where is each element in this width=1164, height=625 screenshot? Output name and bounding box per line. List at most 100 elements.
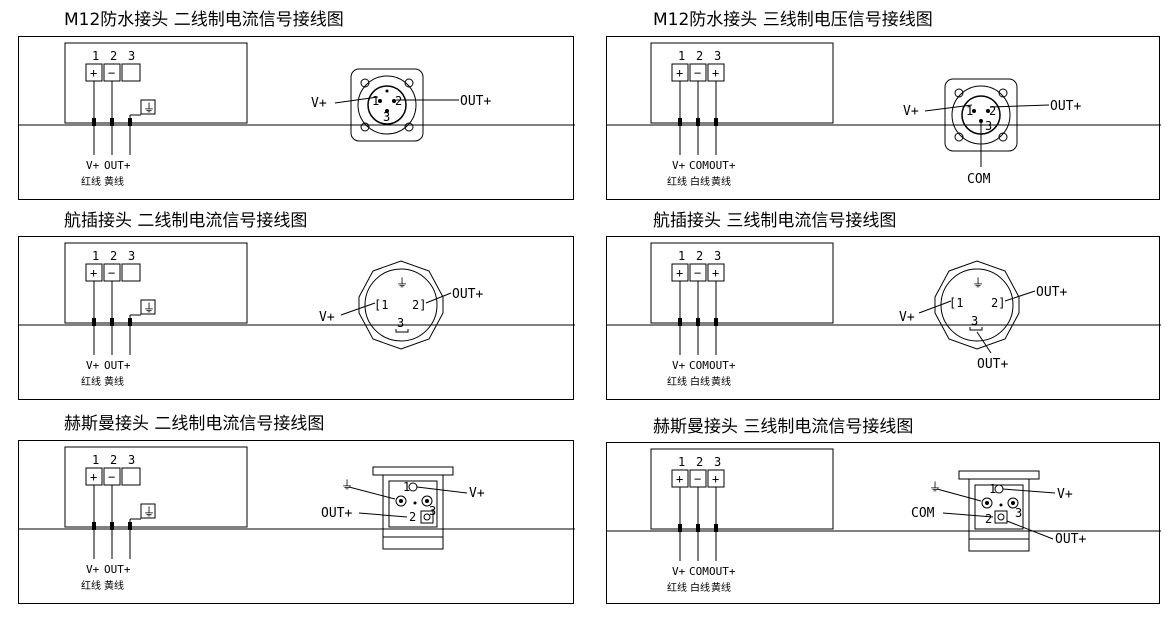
- svg-text:COM: COM: [911, 506, 935, 521]
- svg-text:+: +: [676, 266, 683, 280]
- svg-text:2: 2: [409, 510, 416, 524]
- ground-icon: ⏚: [341, 478, 353, 492]
- terminal-number-2: 2: [110, 49, 117, 63]
- svg-text:2: 2: [696, 49, 703, 63]
- svg-text:3: 3: [128, 453, 135, 467]
- svg-text:+: +: [712, 472, 719, 486]
- terminal-minus: −: [108, 66, 115, 80]
- wiring-diagram: 1 2 3 + − + V+ COM OUT+ 红线 白线 黄线: [607, 42, 1161, 188]
- svg-text:OUT+: OUT+: [104, 359, 131, 372]
- wire-label-out: OUT+: [104, 159, 131, 172]
- title-m12-three-wire: M12防水接头 三线制电压信号接线图: [653, 10, 933, 30]
- svg-text:3: 3: [971, 314, 978, 328]
- svg-text:3: 3: [985, 119, 992, 133]
- svg-text:红线: 红线: [81, 579, 101, 592]
- hirschmann-connector-diagram: 1 2 3 ⏚ V+ COM OUT+: [911, 470, 1086, 552]
- wiring-diagram: 1 2 3 + − ⏚ V+ OUT+ 红线 黄线 ⏚ [1 2] 3 V+: [19, 242, 575, 388]
- wiring-diagram: 1 2 3 + − + V+ COM OUT+ 红线 白线 黄线: [607, 448, 1161, 594]
- svg-text:1: 1: [678, 249, 685, 263]
- svg-text:−: −: [694, 66, 701, 80]
- m12-connector-diagram: 1 2 3 V+ OUT+ COM: [903, 78, 1081, 187]
- svg-text:2: 2: [989, 104, 996, 118]
- connector-label-out: OUT+: [460, 94, 491, 109]
- svg-text:1: 1: [403, 480, 410, 494]
- title-m12-two-wire: M12防水接头 二线制电流信号接线图: [64, 10, 344, 30]
- svg-text:3: 3: [714, 49, 721, 63]
- svg-text:1: 1: [966, 104, 973, 118]
- svg-text:黄线: 黄线: [711, 375, 731, 388]
- svg-text:OUT+: OUT+: [709, 159, 736, 172]
- svg-text:V+: V+: [319, 310, 335, 325]
- svg-text:+: +: [676, 472, 683, 486]
- m12-connector-diagram: 1 2 3 V+ OUT+: [311, 68, 491, 142]
- aviation-connector-diagram: ⏚ [1 2] 3 V+ OUT+ OUT+: [899, 260, 1067, 372]
- hirschmann-connector-diagram: 1 2 3 ⏚ V+ OUT+: [321, 466, 485, 550]
- svg-text:1: 1: [92, 453, 99, 467]
- svg-text:2: 2: [696, 455, 703, 469]
- svg-text:−: −: [694, 472, 701, 486]
- svg-text:V+: V+: [903, 104, 919, 119]
- svg-text:OUT+: OUT+: [1050, 99, 1081, 114]
- svg-text:3: 3: [714, 455, 721, 469]
- svg-text:OUT+: OUT+: [104, 563, 131, 576]
- aviation-connector-diagram: ⏚ [1 2] 3 V+ OUT+: [319, 260, 483, 350]
- svg-text:2: 2: [110, 249, 117, 263]
- svg-text:白线: 白线: [690, 581, 710, 594]
- svg-text:+: +: [90, 266, 97, 280]
- svg-text:[1: [1: [374, 298, 388, 312]
- svg-text:COM: COM: [689, 359, 709, 372]
- wire-color-red: 红线: [81, 175, 101, 188]
- connector-label-com: COM: [967, 172, 991, 187]
- svg-text:V+: V+: [469, 486, 485, 501]
- svg-text:+: +: [712, 66, 719, 80]
- svg-text:V+: V+: [1057, 487, 1073, 502]
- svg-text:V+: V+: [899, 310, 915, 325]
- svg-text:OUT+: OUT+: [1036, 285, 1067, 300]
- svg-text:黄线: 黄线: [104, 375, 124, 388]
- wire-color-yellow: 黄线: [104, 175, 124, 188]
- svg-text:OUT+: OUT+: [709, 565, 736, 578]
- svg-text:+: +: [712, 266, 719, 280]
- terminal-plus: +: [90, 66, 97, 80]
- svg-text:1: 1: [92, 249, 99, 263]
- panel-hirschmann-two-wire: 1 2 3 + − ⏚ V+ OUT+ 红线 黄线: [18, 440, 575, 604]
- svg-text:COM: COM: [689, 565, 709, 578]
- title-hirschmann-two-wire: 赫斯曼接头 二线制电流信号接线图: [64, 414, 325, 434]
- svg-text:白线: 白线: [690, 175, 710, 188]
- panel-hirschmann-three-wire: 1 2 3 + − + V+ COM OUT+ 红线 白线 黄线: [606, 442, 1161, 604]
- svg-text:−: −: [108, 470, 115, 484]
- panel-m12-two-wire: 1 2 3 + − ⏚ V+ OUT+ 红线 黄线: [18, 36, 575, 200]
- svg-text:3: 3: [714, 249, 721, 263]
- ground-terminal: [140, 503, 156, 519]
- svg-text:3: 3: [397, 316, 404, 330]
- panel-aviation-three-wire: 1 2 3 + − + V+ COM OUT+ 红线 白线 黄线 ⏚ [1 2]…: [606, 236, 1161, 400]
- svg-text:3: 3: [128, 249, 135, 263]
- svg-text:红线: 红线: [667, 375, 687, 388]
- svg-text:1: 1: [372, 94, 379, 108]
- svg-text:黄线: 黄线: [711, 581, 731, 594]
- ground-icon: ⏚: [143, 101, 155, 115]
- svg-text:+: +: [676, 66, 683, 80]
- svg-text:1: 1: [989, 482, 996, 496]
- ground-icon: ⏚: [396, 276, 408, 290]
- svg-text:OUT+: OUT+: [977, 357, 1008, 372]
- svg-text:OUT+: OUT+: [321, 506, 352, 521]
- svg-text:OUT+: OUT+: [709, 359, 736, 372]
- svg-text:−: −: [694, 266, 701, 280]
- ground-terminal: [140, 299, 156, 315]
- svg-text:3: 3: [1015, 506, 1022, 520]
- svg-text:−: −: [108, 266, 115, 280]
- svg-text:3: 3: [383, 110, 390, 124]
- ground-icon: ⏚: [143, 301, 155, 315]
- panel-aviation-two-wire: 1 2 3 + − ⏚ V+ OUT+ 红线 黄线 ⏚ [1 2] 3 V+: [18, 236, 575, 400]
- svg-text:V+: V+: [86, 563, 100, 576]
- title-hirschmann-three-wire: 赫斯曼接头 三线制电流信号接线图: [653, 417, 914, 437]
- svg-text:1: 1: [678, 455, 685, 469]
- svg-text:V+: V+: [672, 359, 686, 372]
- svg-text:2: 2: [985, 512, 992, 526]
- svg-text:2: 2: [395, 94, 402, 108]
- svg-text:COM: COM: [689, 159, 709, 172]
- svg-text:2]: 2]: [412, 298, 426, 312]
- ground-icon: ⏚: [972, 276, 984, 290]
- svg-text:OUT+: OUT+: [452, 287, 483, 302]
